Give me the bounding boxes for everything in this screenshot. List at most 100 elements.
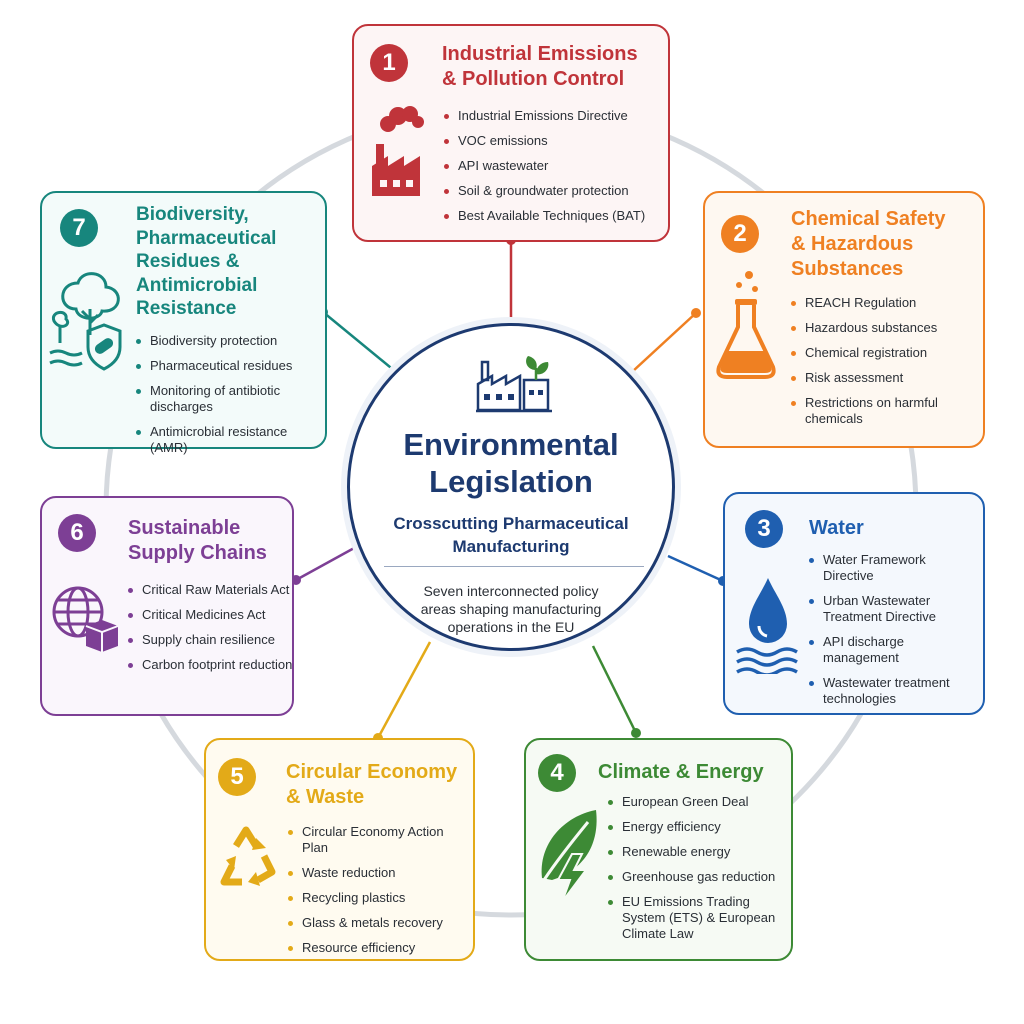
bullet-list: Water Framework Directive Urban Wastewat… <box>809 552 979 716</box>
connector-5 <box>376 641 432 739</box>
area-card-circular-economy: 5 Circular Economy & Waste Circular Econ… <box>204 738 475 961</box>
area-number-badge: 6 <box>58 514 96 552</box>
bullet-item: Biodiversity protection <box>136 333 324 349</box>
globe-box-icon <box>52 586 119 652</box>
bullet-item: Carbon footprint reduction <box>128 657 293 673</box>
connector-3 <box>667 554 724 583</box>
bullet-list: European Green Deal Energy efficiency Re… <box>608 794 788 951</box>
area-title: Industrial Emissions & Pollution Control <box>442 42 638 92</box>
bullet-item: API wastewater <box>444 158 664 174</box>
center-title-line: Environmental <box>403 427 619 462</box>
bullet-item: Water Framework Directive <box>809 552 979 584</box>
bullet-item: Industrial Emissions Directive <box>444 108 664 124</box>
area-title-line: Circular Economy <box>286 761 458 783</box>
area-card-supply-chains: 6 Sustainable Supply Chains Critical Raw… <box>40 496 294 716</box>
bullet-list: REACH Regulation Hazardous substances Ch… <box>791 295 971 436</box>
area-title-line: & Hazardous <box>791 233 914 255</box>
leaf-lightning-icon <box>541 810 597 903</box>
bullet-item: Restrictions on harmful chemicals <box>791 395 971 427</box>
area-title: Sustainable Supply Chains <box>128 516 267 566</box>
area-number-badge: 2 <box>721 215 759 253</box>
bullet-item: European Green Deal <box>608 794 788 810</box>
center-description: Seven interconnected policy areas shapin… <box>350 582 672 636</box>
area-title-line: Supply Chains <box>128 542 267 564</box>
area-title: Climate & Energy <box>598 760 764 785</box>
area-card-chemical-safety: 2 Chemical Safety & Hazardous Substances… <box>703 191 985 448</box>
area-title-line: Water <box>809 517 864 539</box>
bullet-item: Resource efficiency <box>288 940 473 956</box>
bullet-item: Hazardous substances <box>791 320 971 336</box>
bullet-item: Recycling plastics <box>288 890 473 906</box>
bullet-item: Circular Economy Action Plan <box>288 824 473 856</box>
center-subtitle: Crosscutting Pharmaceutical Manufacturin… <box>350 512 672 558</box>
area-number-badge: 4 <box>538 754 576 792</box>
center-hub: Environmental Legislation Crosscutting P… <box>347 323 675 651</box>
connector-4 <box>591 645 638 734</box>
area-title: Chemical Safety & Hazardous Substances <box>791 207 946 282</box>
bullet-item: Soil & groundwater protection <box>444 183 664 199</box>
area-title-line: Residues & <box>136 251 240 272</box>
bullet-list: Critical Raw Materials Act Critical Medi… <box>128 582 293 682</box>
center-description-line: areas shaping manufacturing <box>420 601 602 617</box>
area-title-line: Antimicrobial <box>136 274 258 296</box>
bullet-item: VOC emissions <box>444 133 664 149</box>
center-divider <box>384 566 644 567</box>
bullet-item: Pharmaceutical residues <box>136 358 324 374</box>
area-title-line: Sustainable <box>128 517 241 539</box>
water-drop-icon <box>736 578 798 674</box>
area-number-badge: 1 <box>370 44 408 82</box>
bullet-item: Chemical registration <box>791 345 971 361</box>
area-number-badge: 5 <box>218 758 256 796</box>
bullet-item: REACH Regulation <box>791 295 971 311</box>
bullet-item: Monitoring of antibiotic discharges <box>136 383 324 415</box>
connector-dot-4 <box>631 728 641 738</box>
center-subtitle-line: Crosscutting Pharmaceutical <box>393 514 629 533</box>
bullet-list: Biodiversity protection Pharmaceutical r… <box>136 333 324 465</box>
factory-smoke-icon <box>372 106 424 196</box>
pharma-factory-icon <box>476 356 552 413</box>
area-card-biodiversity: 7 Biodiversity, Pharmaceutical Residues … <box>40 191 327 455</box>
area-number-badge: 7 <box>60 209 98 247</box>
area-title-line: Biodiversity, <box>136 204 249 225</box>
area-card-industrial-emissions: 1 Industrial Emissions & Pollution Contr… <box>352 24 670 242</box>
center-description-line: operations in the EU <box>447 619 575 635</box>
center-title: Environmental Legislation <box>350 426 672 500</box>
area-number-badge: 3 <box>745 510 783 548</box>
area-card-water: 3 Water Water Framework Directive Urban … <box>723 492 985 715</box>
area-title: Circular Economy & Waste <box>286 760 457 810</box>
bullet-item: Glass & metals recovery <box>288 915 473 931</box>
connector-2 <box>631 312 697 373</box>
connector-6 <box>295 545 357 582</box>
bullet-item: Greenhouse gas reduction <box>608 869 788 885</box>
area-title-line: & Waste <box>286 786 365 808</box>
recycle-icon <box>220 826 276 886</box>
area-title-line: Pharmaceutical <box>136 227 277 249</box>
connector-7 <box>322 311 397 373</box>
bullet-item: Critical Raw Materials Act <box>128 582 293 598</box>
area-title-line: Substances <box>791 258 904 280</box>
center-description-line: Seven interconnected policy <box>423 583 599 599</box>
bullet-item: EU Emissions Trading System (ETS) & Euro… <box>608 894 788 942</box>
bullet-item: API discharge management <box>809 634 979 666</box>
bullet-list: Circular Economy Action Plan Waste reduc… <box>288 824 473 965</box>
area-title-line: Resistance <box>136 298 237 319</box>
bullet-item: Renewable energy <box>608 844 788 860</box>
bullet-item: Wastewater treatment technologies <box>809 675 979 707</box>
bullet-item: Energy efficiency <box>608 819 788 835</box>
flask-icon <box>716 271 776 379</box>
area-title-line: Climate & Energy <box>598 761 764 783</box>
bullet-item: Urban Wastewater Treatment Directive <box>809 593 979 625</box>
area-title: Water <box>809 516 864 541</box>
area-title: Biodiversity, Pharmaceutical Residues & … <box>136 203 276 321</box>
bullet-item: Risk assessment <box>791 370 971 386</box>
area-title-line: Chemical Safety <box>791 208 946 230</box>
bullet-item: Critical Medicines Act <box>128 607 293 623</box>
bullet-item: Waste reduction <box>288 865 473 881</box>
area-card-climate-energy: 4 Climate & Energy European Green Deal E… <box>524 738 793 961</box>
bullet-item: Supply chain resilience <box>128 632 293 648</box>
center-title-line: Legislation <box>429 464 593 499</box>
area-title-line: Industrial Emissions <box>442 43 638 65</box>
connector-dot-2 <box>691 308 701 318</box>
bullet-item: Best Available Techniques (BAT) <box>444 208 664 224</box>
tree-shield-icon <box>49 272 122 371</box>
